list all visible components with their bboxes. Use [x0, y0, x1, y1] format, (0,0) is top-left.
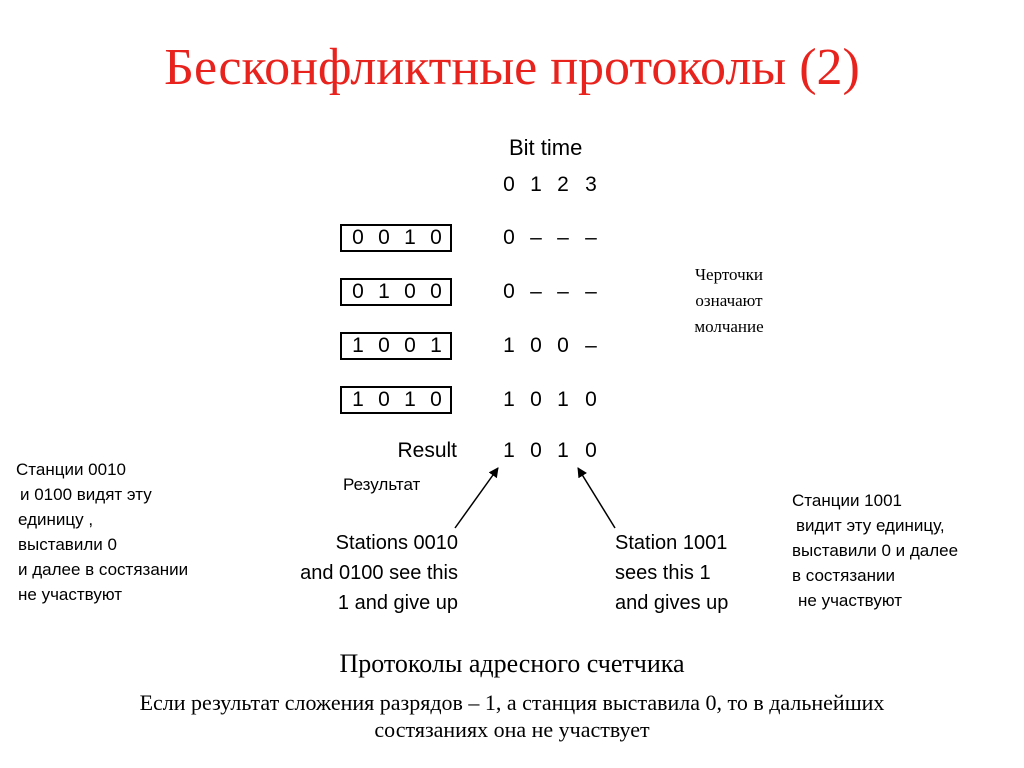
- sent-bit: 1: [503, 388, 515, 411]
- code-bit: 0: [378, 334, 390, 357]
- bit-time-label: Bit time: [509, 135, 583, 160]
- sent-bit: 0: [530, 388, 542, 411]
- result-bit: 0: [585, 439, 597, 462]
- right-note-ru: Станции 1001 видит эту единицу, выставил…: [792, 488, 958, 613]
- caption-line: состязаниях она не участвует: [374, 717, 650, 742]
- code-bit: 0: [430, 226, 442, 249]
- sent-bit: –: [530, 280, 542, 303]
- left-note-ru: Станции 0010 и 0100 видят эту единицу , …: [16, 457, 188, 607]
- result-bit: 1: [503, 439, 515, 462]
- sent-bit: –: [585, 226, 597, 249]
- note-line: and 0100 see this: [300, 562, 458, 584]
- sent-bit: –: [585, 280, 597, 303]
- sent-bit: 0: [585, 388, 597, 411]
- note-line: выставили 0 и далее: [792, 541, 959, 560]
- result-bit: 0: [530, 439, 542, 462]
- caption-line: Если результат сложения разрядов – 1, а …: [139, 690, 885, 715]
- arrow-left: [454, 467, 499, 529]
- left-note-en: Stations 0010 and 0100 see this 1 and gi…: [300, 528, 458, 618]
- code-bit: 0: [430, 388, 442, 411]
- sent-bit: –: [530, 226, 542, 249]
- code-bit: 1: [352, 334, 364, 357]
- note-line: Станции 1001: [792, 491, 902, 510]
- code-bit: 1: [378, 280, 390, 303]
- bit-position: 1: [530, 173, 542, 196]
- note-line: в состязании: [792, 566, 896, 585]
- subtitle: Протоколы адресного счетчика: [339, 649, 685, 678]
- note-line: и 0100 видят эту: [20, 485, 152, 504]
- bit-position: 2: [557, 173, 569, 196]
- note-line: не участвуют: [18, 585, 122, 604]
- arrow-right: [577, 467, 616, 529]
- note-line: Черточки: [694, 265, 764, 284]
- sent-bit: 1: [503, 334, 515, 357]
- note-line: молчание: [694, 317, 764, 336]
- sent-bit: 0: [503, 280, 515, 303]
- slide-title: Бесконфликтные протоколы (2): [164, 39, 860, 96]
- code-bit: 1: [404, 226, 416, 249]
- code-bit: 1: [404, 388, 416, 411]
- bit-position: 0: [503, 173, 515, 196]
- code-bit: 1: [352, 388, 364, 411]
- note-line: Станции 0010: [16, 460, 126, 479]
- note-line: единицу ,: [18, 510, 94, 529]
- note-line: видит эту единицу,: [796, 516, 945, 535]
- station-code-box: 0 0 1 0: [340, 224, 452, 252]
- code-bit: 0: [378, 226, 390, 249]
- note-line: 1 and give up: [337, 592, 458, 614]
- sent-bit: –: [557, 280, 569, 303]
- sent-bit: –: [557, 226, 569, 249]
- note-line: не участвуют: [798, 591, 902, 610]
- note-line: выставили 0: [18, 535, 117, 554]
- note-line: Stations 0010: [335, 532, 458, 554]
- sent-bit: 0: [503, 226, 515, 249]
- caption: Если результат сложения разрядов – 1, а …: [20, 689, 1004, 743]
- station-code-box: 0 1 0 0: [340, 278, 452, 306]
- right-note-en: Station 1001 sees this 1 and gives up: [615, 528, 728, 618]
- code-bit: 0: [352, 226, 364, 249]
- code-bit: 1: [430, 334, 442, 357]
- note-line: sees this 1: [615, 562, 711, 584]
- sent-bit: 1: [557, 388, 569, 411]
- dashes-note: Черточки означают молчание: [683, 262, 775, 340]
- code-bit: 0: [430, 280, 442, 303]
- result-label: Result: [397, 439, 457, 462]
- note-line: Station 1001: [615, 532, 728, 554]
- station-code-box: 1 0 0 1: [340, 332, 452, 360]
- code-bit: 0: [352, 280, 364, 303]
- code-bit: 0: [404, 280, 416, 303]
- note-line: и далее в состязании: [18, 560, 189, 579]
- code-bit: 0: [378, 388, 390, 411]
- sent-bit: 0: [530, 334, 542, 357]
- code-bit: 0: [404, 334, 416, 357]
- result-bit: 1: [557, 439, 569, 462]
- sent-bit: 0: [557, 334, 569, 357]
- result-label-ru: Результат: [343, 475, 421, 494]
- bit-position: 3: [585, 173, 597, 196]
- sent-bit: –: [585, 334, 597, 357]
- note-line: означают: [695, 291, 763, 310]
- note-line: and gives up: [615, 592, 729, 614]
- station-code-box: 1 0 1 0: [340, 386, 452, 414]
